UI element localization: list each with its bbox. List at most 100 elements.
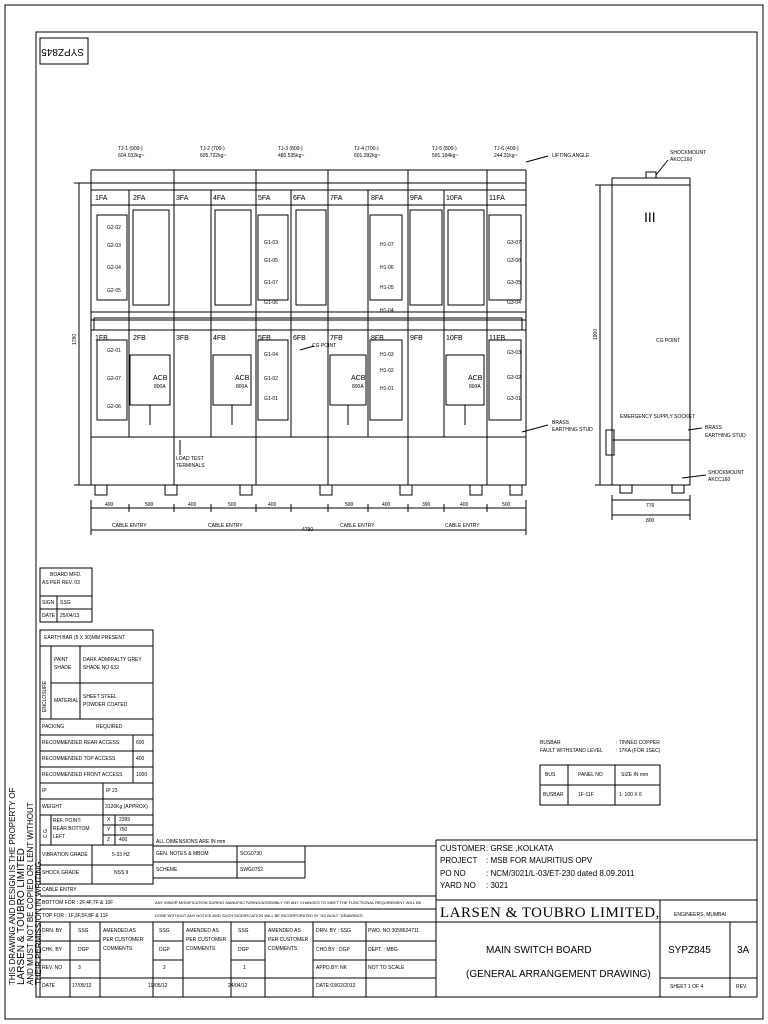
spec-label: RECOMMENDED TOP ACCESS — [42, 756, 116, 762]
spec-label: PACKING — [42, 724, 65, 730]
feeder-label: G3-04 — [507, 300, 521, 306]
rev-date-value: 17/05/12 — [72, 983, 92, 989]
drawing-title-2: (GENERAL ARRANGEMENT DRAWING) — [466, 969, 651, 980]
cable-entry-label: CABLE ENTRY — [445, 523, 480, 529]
shock-label: SHOCK GRADE — [42, 870, 79, 876]
panel-label: 7FA — [330, 195, 343, 202]
notice-line2: DONE WITHOUT ANY NOTICE AND SUCH MODIFIC… — [155, 913, 363, 918]
dim-label: 400 — [105, 502, 114, 508]
busbar-cell: 1: 100 X 6 — [619, 792, 642, 798]
dim-label: 500 — [145, 502, 154, 508]
rev-col2: SSG — [159, 928, 170, 934]
busbar-cell: 1F-11F — [578, 792, 594, 798]
shockmount-label: AKCC160 — [708, 477, 731, 483]
cg-value: 400 — [119, 837, 128, 843]
board-mfd-title: AS PER REV. 03 — [42, 580, 80, 586]
acb-rating: 800A — [469, 384, 481, 390]
panel-label: 10FA — [446, 195, 463, 202]
panel-label: 5FA — [258, 195, 271, 202]
amend-note: PER CUSTOMER — [186, 937, 227, 943]
feeder-label: G1-01 — [264, 396, 278, 402]
customer-value: : GRSE ,KOLKATA — [486, 844, 554, 853]
busbar-cell: BUSBAR — [543, 792, 564, 798]
tb-dept: DEPT. : MBG — [368, 947, 398, 953]
sign-value: SSG — [60, 600, 71, 606]
spec-value: 3126Kg (APPROX) — [105, 804, 148, 810]
drawing-number-stamp: SYPZ845 — [41, 46, 84, 57]
dim-label: 400 — [382, 502, 391, 508]
panel-label: 11FB — [489, 335, 506, 342]
panel-label: 3FA — [176, 195, 189, 202]
panel-label: 11FA — [489, 195, 505, 202]
cable-entry-label: CABLE ENTRY — [112, 523, 147, 529]
po-value: : NCM/3021/L-03/ET-230 dated 8.09.2011 — [486, 869, 635, 878]
feeder-label: G1-05 — [264, 258, 278, 264]
side-dim: 776 — [646, 503, 655, 509]
amend-note: COMMENTS — [103, 946, 133, 952]
feeder-label: G3-06 — [507, 258, 521, 264]
cg-axis: Y — [107, 827, 111, 833]
gen-notes-label: GEN. NOTES & MBOM — [156, 851, 209, 857]
acb-label: ACB — [351, 375, 366, 382]
feeder-label: G2-01 — [107, 348, 121, 354]
project-label: PROJECT — [440, 856, 478, 865]
feeder-label: H1-03 — [380, 352, 394, 358]
dim-label: 500 — [502, 502, 511, 508]
feeder-label: H1-02 — [380, 368, 394, 374]
dim-label: 400 — [188, 502, 197, 508]
load-test-terminals-label: TERMINALS — [176, 463, 205, 469]
rev-col3: SSG — [238, 928, 249, 934]
tb-scale: NOT TO SCALE — [368, 965, 405, 971]
spec-value: REQUIRED — [96, 724, 123, 730]
shockmount-label: AKCC160 — [670, 157, 693, 163]
panel-label: 10FB — [446, 335, 463, 342]
dim-label: 400 — [460, 502, 469, 508]
paint-label: SHADE — [54, 665, 72, 671]
rev-date-label: DATE — [42, 983, 55, 989]
rev-label: REV. — [736, 984, 748, 990]
vibration-value: 5-33 HZ — [112, 852, 131, 858]
rev-col2: 19/05/12 — [148, 983, 168, 989]
rev-drn-value: SSG — [78, 928, 89, 934]
tj-label: TJ-5 (800-) — [432, 146, 457, 152]
amend-note: AMENDED AS — [103, 928, 136, 934]
shockmount-label: SHOCKMOUNT — [670, 150, 707, 156]
spec-value: IP 23 — [106, 788, 118, 794]
rev-col3: 24/04/12 — [228, 983, 248, 989]
cg-ref: REAR BOTTOM — [53, 826, 90, 832]
busbar-header: BUS — [545, 772, 556, 778]
tb-pwo: PWO. NO:3058624711 — [368, 928, 420, 934]
busbar-header: SIZE IN mm — [621, 772, 649, 778]
tb-drn: DRN. BY : SSG — [316, 928, 351, 934]
panel-label: 8FB — [371, 335, 384, 342]
brass-stud-label: EARTHING STUD — [552, 427, 593, 433]
sign-label: SIGN — [42, 600, 55, 606]
panel-label: 6FB — [293, 335, 306, 342]
acb-rating: 800A — [154, 384, 166, 390]
spec-value: 400 — [136, 756, 145, 762]
tj-weight: 591.184kg~ — [432, 153, 459, 159]
panel-label: 4FB — [213, 335, 226, 342]
tj-weight: 601.392kg~ — [354, 153, 381, 159]
brass-stud-label: BRASS — [552, 420, 569, 426]
panel-label: 5FB — [258, 335, 271, 342]
bottom-for: BOTTOM FOR : 2F,4F,7F & 10F — [42, 900, 114, 906]
feeder-label: H1-01 — [380, 386, 394, 392]
cable-entry-label: CABLE ENTRY — [340, 523, 375, 529]
tj-label: TJ-2 (700-) — [200, 146, 225, 152]
acb-rating: 800A — [352, 384, 364, 390]
cable-entry-label: CABLE ENTRY — [208, 523, 243, 529]
spec-label: RECOMMENDED REAR ACCESS — [42, 740, 120, 746]
tj-label: TJ-3 (800-) — [278, 146, 303, 152]
board-mfd-title: BOARD MFD. — [50, 572, 82, 578]
feeder-label: G2-07 — [107, 376, 121, 382]
top-for: TOP FOR : 1F,3F,5F,8F & 11F — [42, 913, 109, 919]
feeder-label: G3-01 — [507, 396, 521, 402]
feeder-label: G1-07 — [264, 280, 278, 286]
rev-chk-value: DGP — [78, 947, 89, 953]
panel-label: 1FA — [95, 195, 108, 202]
vibration-label: VIBRATION GRADE — [42, 852, 88, 858]
earth-bar-note: EARTH BAR (5 X 30)MM PRESENT — [44, 635, 126, 641]
tj-weight: 605.722kg~ — [200, 153, 227, 159]
front-height-dim: 1780 — [72, 333, 78, 345]
